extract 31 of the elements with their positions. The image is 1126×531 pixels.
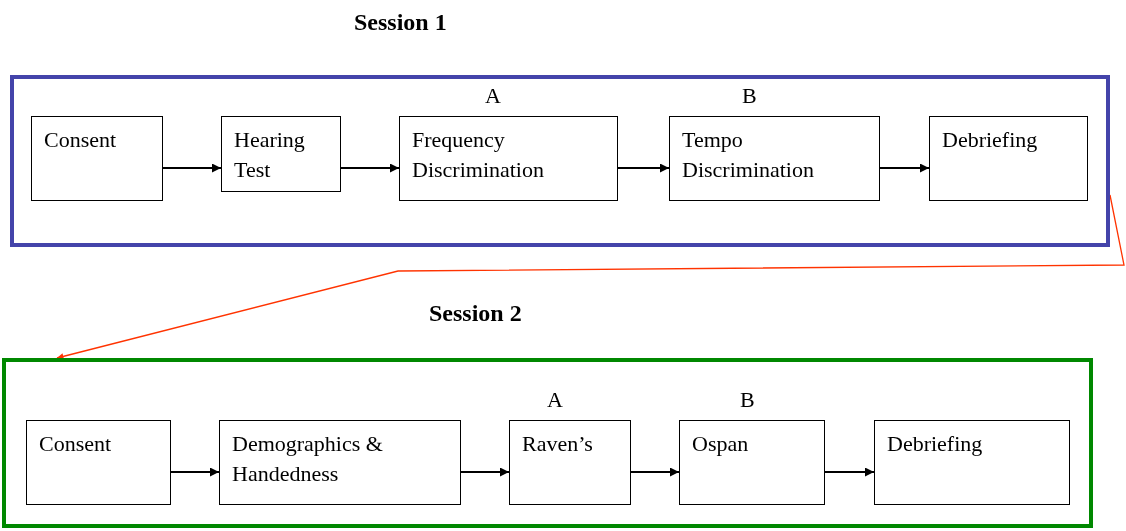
step-label: Demographics & Handedness (232, 430, 384, 488)
condition-label: B (740, 387, 755, 413)
session-heading: Session 2 (429, 300, 522, 327)
step-box (31, 116, 163, 201)
step-label: Ospan (692, 430, 750, 458)
step-label: Consent (39, 430, 113, 458)
arrow (162, 163, 222, 173)
step-label: Hearing Test (234, 126, 306, 184)
condition-label: B (742, 83, 757, 109)
arrow (340, 163, 400, 173)
step-label: Debriefing (942, 126, 1039, 154)
session-heading: Session 1 (354, 9, 447, 36)
step-label: Frequency Discrimination (412, 126, 545, 184)
arrow (617, 163, 670, 173)
arrow (824, 467, 875, 477)
step-label: Consent (44, 126, 118, 154)
arrow (879, 163, 930, 173)
step-box (26, 420, 171, 505)
arrow (170, 467, 220, 477)
step-box (219, 420, 461, 505)
arrow (56, 194, 1125, 360)
step-box (221, 116, 341, 192)
step-label: Raven’s (522, 430, 594, 458)
arrow (460, 467, 510, 477)
step-label: Tempo Discrimination (682, 126, 815, 184)
step-label: Debriefing (887, 430, 984, 458)
condition-label: A (485, 83, 501, 109)
step-box (874, 420, 1070, 505)
condition-label: A (547, 387, 563, 413)
step-box (929, 116, 1088, 201)
arrow (630, 467, 680, 477)
